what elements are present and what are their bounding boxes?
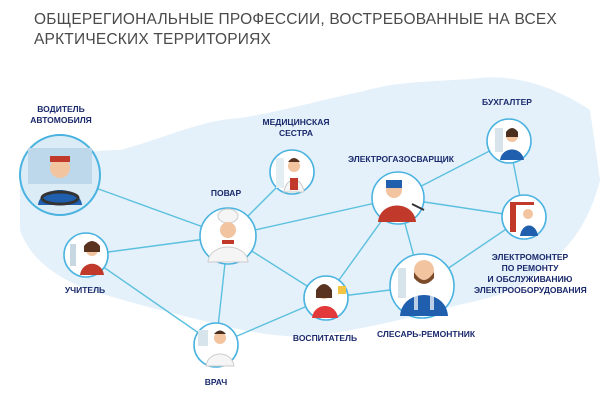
cook-node [199, 207, 257, 265]
label-doctor: ВРАЧ [198, 377, 234, 388]
page-title: ОБЩЕРЕГИОНАЛЬНЫЕ ПРОФЕССИИ, ВОСТРЕБОВАНН… [34, 10, 574, 50]
label-electrician-line-4: ЭЛЕКТРООБОРУДОВАНИЯ [474, 285, 587, 295]
label-nurse-line-1: МЕДИЦИНСКАЯ [262, 117, 330, 127]
electrician-head-icon [523, 209, 533, 219]
label-teacher-line-1: УЧИТЕЛЬ [64, 285, 106, 295]
label-mechanic-line-1: СЛЕСАРЬ-РЕМОНТНИК [376, 329, 476, 339]
label-educator: ВОСПИТАТЕЛЬ [290, 333, 360, 344]
educator-node [303, 275, 349, 321]
label-electrician: ЭЛЕКТРОМОНТЕР ПО РЕМОНТУ И ОБСЛУЖИВАНИЮ … [474, 252, 587, 296]
label-welder: ЭЛЕКТРОГАЗОСВАРЩИК [346, 154, 456, 165]
label-cook-line-1: ПОВАР [210, 188, 242, 198]
link-cook-welder [227, 197, 399, 237]
label-electrician-line-2: ПО РЕМОНТУ [501, 263, 559, 273]
steering-wheel-icon [40, 190, 80, 206]
nurse-head-icon [288, 160, 300, 172]
cook-head-icon [220, 222, 236, 238]
mechanic-head-icon [414, 260, 434, 280]
doctor-node [193, 322, 239, 368]
label-accountant: БУХГАЛТЕР [476, 97, 538, 108]
label-nurse-line-2: СЕСТРА [279, 128, 313, 138]
label-educator-line-1: ВОСПИТАТЕЛЬ [292, 333, 358, 343]
label-driver-line-1: ВОДИТЕЛЬ [37, 104, 85, 114]
driver-node [19, 134, 101, 216]
chef-hat-icon [217, 208, 239, 224]
label-nurse: МЕДИЦИНСКАЯ СЕСТРА [256, 117, 336, 139]
accountant-node [486, 118, 532, 164]
welder-node [371, 171, 425, 225]
label-electrician-line-3: И ОБСЛУЖИВАНИЮ [487, 274, 573, 284]
doctor-head-icon [214, 332, 226, 344]
title-line-1: ОБЩЕРЕГИОНАЛЬНЫЕ ПРОФЕССИИ, ВОСТРЕБОВАНН… [34, 11, 557, 28]
label-teacher: УЧИТЕЛЬ [56, 285, 114, 296]
nurse-node [269, 149, 315, 195]
arctic-map-background [20, 77, 600, 337]
link-teacher-doctor [85, 254, 217, 346]
label-driver: ВОДИТЕЛЬ АВТОМОБИЛЯ [30, 104, 92, 126]
label-electrician-line-1: ЭЛЕКТРОМОНТЕР [491, 252, 569, 262]
label-welder-line-1: ЭЛЕКТРОГАЗОСВАРЩИК [348, 154, 454, 164]
mechanic-node [389, 253, 455, 319]
label-accountant-line-1: БУХГАЛТЕР [482, 97, 532, 107]
teacher-node [63, 232, 109, 278]
driver-head-icon [50, 158, 70, 178]
label-cook: ПОВАР [204, 188, 248, 199]
electrician-node [501, 194, 547, 240]
title-line-2: АРКТИЧЕСКИХ ТЕРРИТОРИЯХ [34, 31, 272, 48]
label-mechanic: СЛЕСАРЬ-РЕМОНТНИК [374, 329, 478, 340]
label-doctor-line-1: ВРАЧ [204, 377, 228, 387]
label-driver-line-2: АВТОМОБИЛЯ [30, 115, 92, 125]
welding-torch-icon [411, 203, 425, 211]
